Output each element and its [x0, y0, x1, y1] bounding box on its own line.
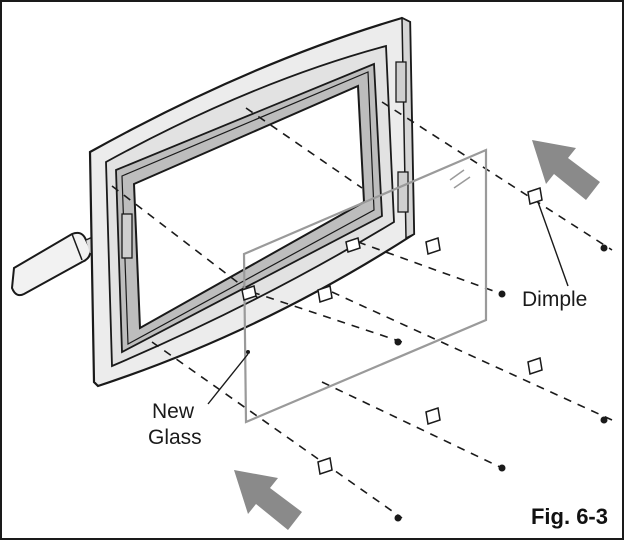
glass-point	[246, 350, 250, 354]
arrow-upper-right	[532, 140, 600, 200]
dimple-label: Dimple	[522, 288, 588, 311]
new-glass-panel	[242, 148, 488, 424]
arrow-lower-left	[234, 470, 302, 530]
assembly-lines	[111, 101, 613, 519]
new-glass-label-line1: New	[152, 400, 195, 423]
figure-caption: Fig. 6-3	[530, 504, 608, 529]
door-frame	[88, 16, 416, 388]
glass-clips	[241, 187, 543, 475]
leader-lines	[207, 201, 569, 405]
new-glass-label-line2: Glass	[148, 426, 202, 449]
screws	[394, 244, 608, 522]
direction-arrows	[234, 140, 600, 530]
